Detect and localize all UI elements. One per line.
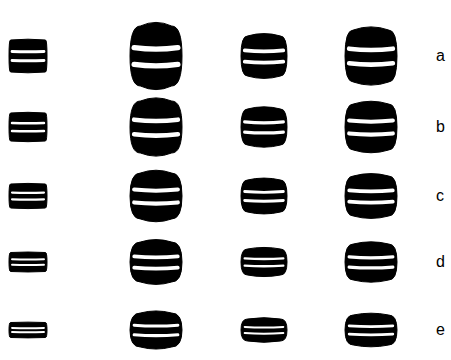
disc-band	[245, 326, 284, 329]
disc-band	[134, 324, 178, 328]
disc-band	[134, 202, 178, 203]
disc-band	[12, 130, 44, 133]
disc-band	[349, 265, 393, 269]
disc-body	[345, 174, 397, 219]
disc-body	[9, 183, 47, 208]
disc-figure	[9, 183, 47, 208]
disc-body	[9, 39, 47, 73]
disc-band	[245, 50, 284, 51]
disc-body	[345, 27, 397, 85]
disc-band	[349, 133, 393, 134]
disc-band	[245, 257, 284, 260]
row-letter: d	[436, 254, 445, 270]
disc-band	[349, 63, 393, 64]
disc-body	[345, 313, 397, 347]
disc-body	[241, 107, 287, 147]
disc-band	[349, 324, 393, 327]
disc-band	[12, 192, 44, 194]
disc-band	[245, 264, 284, 267]
disc-band	[134, 333, 178, 337]
disc-figure	[130, 311, 182, 349]
disc-band	[349, 202, 393, 203]
disc-body	[9, 322, 47, 338]
disc-band	[245, 120, 284, 124]
disc-band	[245, 62, 284, 63]
disc-body	[130, 240, 182, 285]
disc-figure	[241, 318, 287, 343]
disc-figure	[9, 112, 47, 141]
disc-figure	[130, 170, 182, 222]
disc-band	[12, 59, 44, 62]
disc-figure	[9, 322, 47, 338]
disc-figure	[241, 247, 287, 276]
disc-band	[12, 258, 44, 260]
disc-body	[241, 34, 287, 79]
disc-figure	[241, 178, 287, 214]
disc-figure	[130, 240, 182, 285]
disc-band	[12, 327, 44, 329]
disc-band	[134, 64, 178, 66]
row-letter: c	[436, 188, 444, 204]
row-letter: e	[436, 322, 445, 338]
disc-body	[130, 311, 182, 349]
disc-band	[12, 331, 44, 333]
disc-band	[12, 122, 44, 125]
disc-figure	[130, 22, 182, 89]
disc-band	[12, 50, 44, 53]
disc-band	[134, 48, 178, 50]
disc-band	[134, 268, 178, 269]
disc-body	[241, 178, 287, 214]
disc-figure	[9, 39, 47, 73]
disc-figure	[241, 107, 287, 147]
disc-band	[349, 121, 393, 122]
disc-figure	[345, 242, 397, 282]
row-letter: b	[436, 119, 445, 135]
disc-body	[9, 252, 47, 272]
disc-band	[245, 130, 284, 134]
disc-figure	[345, 313, 397, 347]
row-letter: a	[436, 48, 445, 64]
disc-band	[245, 190, 284, 194]
disc-band	[134, 256, 178, 257]
disc-figure	[345, 27, 397, 85]
disc-body	[241, 318, 287, 343]
disc-body	[130, 170, 182, 222]
disc-band	[349, 333, 393, 336]
disc-figure	[9, 252, 47, 272]
disc-body	[130, 98, 182, 156]
disc-band	[349, 190, 393, 191]
disc-band	[349, 255, 393, 259]
disc-body	[345, 101, 397, 153]
disc-band	[134, 134, 178, 135]
disc-body	[241, 247, 287, 276]
disc-band	[349, 49, 393, 50]
disc-figure	[130, 98, 182, 156]
disc-band	[12, 198, 44, 200]
disc-band	[12, 264, 44, 266]
disc-figure	[241, 34, 287, 79]
disc-body	[9, 112, 47, 141]
disc-body	[345, 242, 397, 282]
disc-band	[134, 120, 178, 121]
disc-figure	[345, 174, 397, 219]
disc-body	[130, 22, 182, 89]
disc-band	[134, 190, 178, 191]
disc-figure	[345, 101, 397, 153]
disc-band	[245, 199, 284, 203]
disc-band	[245, 332, 284, 335]
